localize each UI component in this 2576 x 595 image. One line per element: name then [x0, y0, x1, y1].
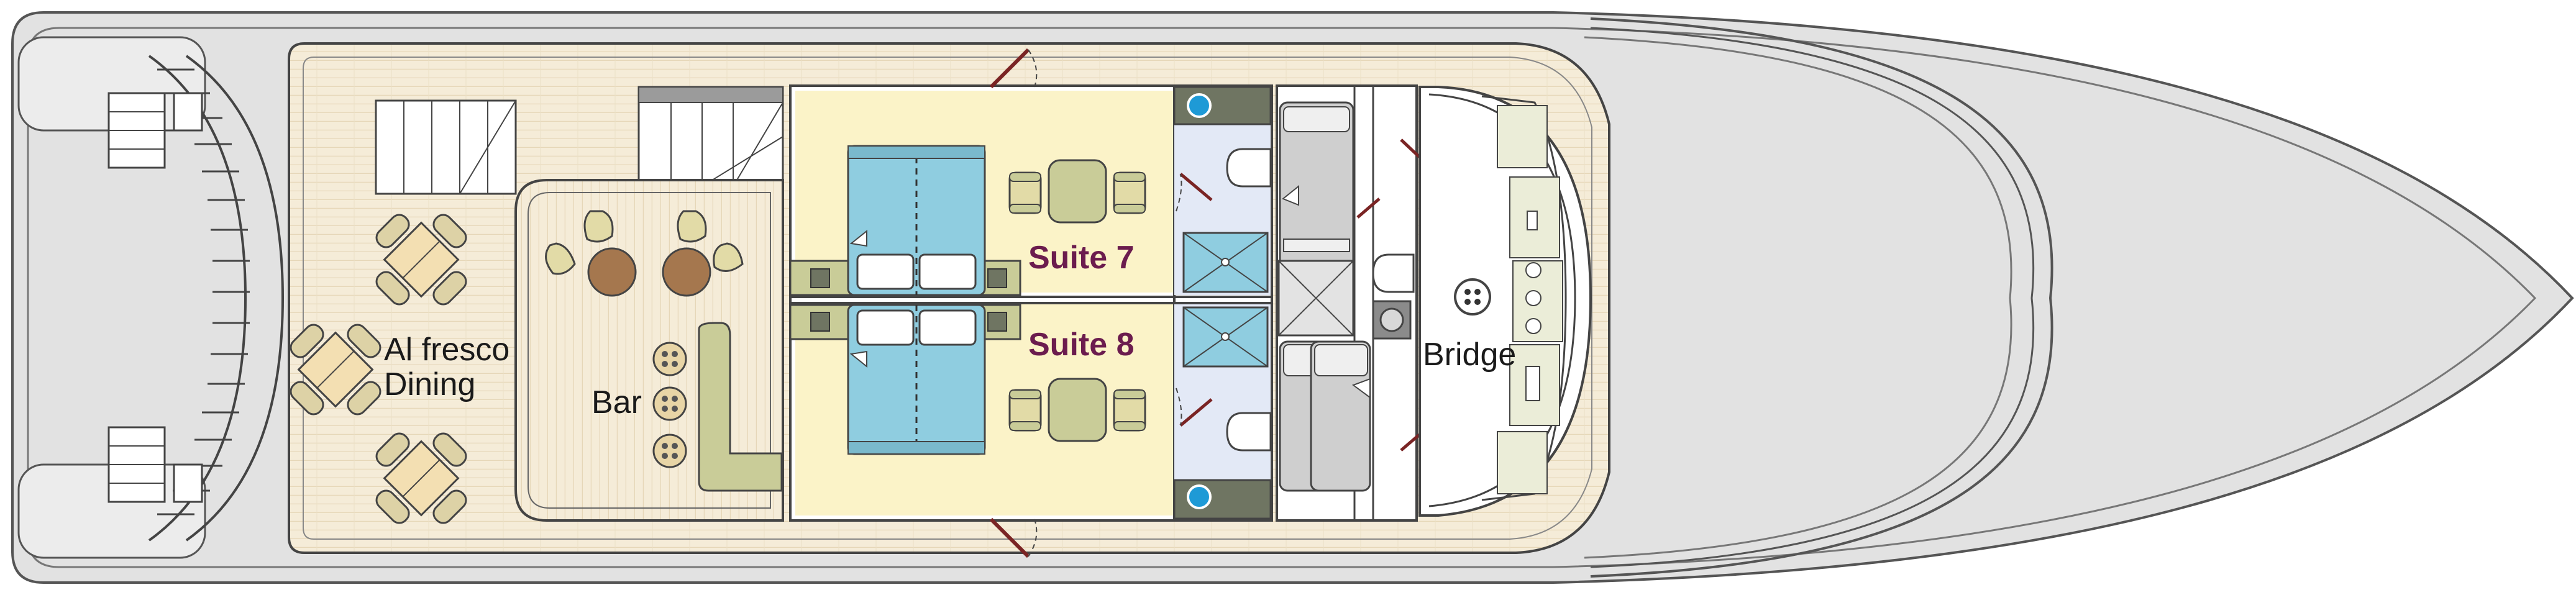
- armchair-icon[interactable]: [1008, 389, 1042, 432]
- suite-7-door[interactable]: [989, 48, 1038, 89]
- armchair-icon[interactable]: [1113, 389, 1146, 432]
- dining-table-icon[interactable]: [351, 408, 491, 548]
- double-bed-icon[interactable]: [847, 304, 986, 455]
- dining-label: Dining: [384, 366, 475, 402]
- dining-table-icon[interactable]: [351, 189, 491, 330]
- bar-label: Bar: [591, 384, 642, 420]
- bar-table-icon[interactable]: [545, 210, 637, 297]
- bridge-console[interactable]: [1481, 95, 1567, 501]
- bar-counter: [698, 322, 783, 492]
- armchair-icon[interactable]: [1008, 171, 1042, 214]
- toilet-icon[interactable]: [1226, 148, 1272, 188]
- toilet-icon[interactable]: [1372, 253, 1415, 293]
- bunk-bed-icon[interactable]: [1279, 340, 1371, 492]
- bar-stool-icon[interactable]: [652, 434, 687, 468]
- porthole-icon: [1187, 93, 1212, 118]
- toilet-icon[interactable]: [1226, 412, 1272, 452]
- foredeck-rails: [1584, 17, 2053, 578]
- bathroom-door[interactable]: [1176, 173, 1213, 212]
- bathroom-door[interactable]: [1176, 388, 1213, 427]
- bridge-label: Bridge: [1423, 337, 1516, 373]
- double-bed-icon[interactable]: [847, 145, 986, 296]
- bar-stool-icon[interactable]: [652, 342, 687, 376]
- shower-icon[interactable]: [1182, 232, 1269, 293]
- bar-table-icon[interactable]: [662, 210, 744, 297]
- suite-8-door[interactable]: [989, 517, 1038, 558]
- bar-stool-icon[interactable]: [652, 386, 687, 421]
- helm-icon[interactable]: [1454, 278, 1491, 316]
- stern-ladder-top[interactable]: [107, 92, 203, 169]
- suite-8-label: Suite 8: [1028, 327, 1135, 363]
- coffee-table[interactable]: [1048, 378, 1107, 442]
- armchair-icon[interactable]: [1113, 171, 1146, 214]
- porthole-icon: [1187, 484, 1212, 509]
- coffee-table[interactable]: [1048, 159, 1107, 224]
- sink-icon[interactable]: [1372, 300, 1412, 340]
- dining-table-icon[interactable]: [265, 299, 406, 440]
- bunk-bed-icon[interactable]: [1279, 101, 1354, 290]
- suite-7-label: Suite 7: [1028, 240, 1135, 276]
- stairs-icon[interactable]: [637, 86, 784, 188]
- al-fresco-label: Al fresco: [384, 332, 509, 368]
- shower-icon[interactable]: [1182, 306, 1269, 368]
- stairs-icon[interactable]: [375, 99, 517, 195]
- shower-icon[interactable]: [1277, 260, 1354, 337]
- stern-ladder-bottom[interactable]: [107, 426, 203, 503]
